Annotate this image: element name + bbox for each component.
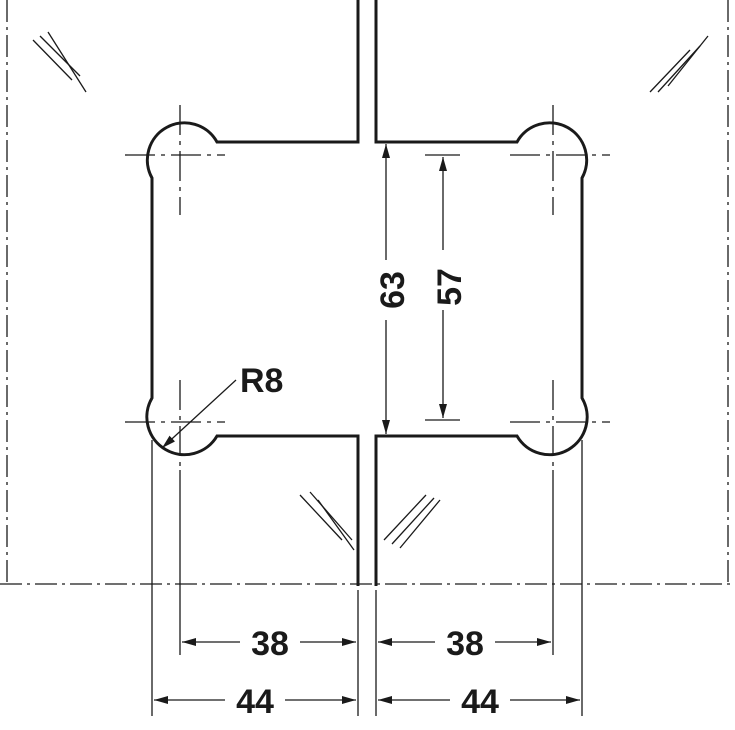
glass-panel-outline [0,0,735,585]
dimension-lines [154,144,580,704]
left-width-outer-label: 44 [236,683,274,721]
height-outer-label: 63 [374,271,412,309]
height-inner-label: 57 [431,268,469,306]
hole-center-lines [125,105,610,470]
right-width-inner-label: 38 [446,625,484,663]
extension-lines [151,154,583,716]
left-hinge-plate [145,0,360,586]
right-width-outer-label: 44 [461,683,499,721]
left-width-inner-label: 38 [251,625,289,663]
glass-hatch-marks [32,31,709,551]
radius-label: R8 [240,362,283,400]
right-hinge-plate [374,0,589,586]
